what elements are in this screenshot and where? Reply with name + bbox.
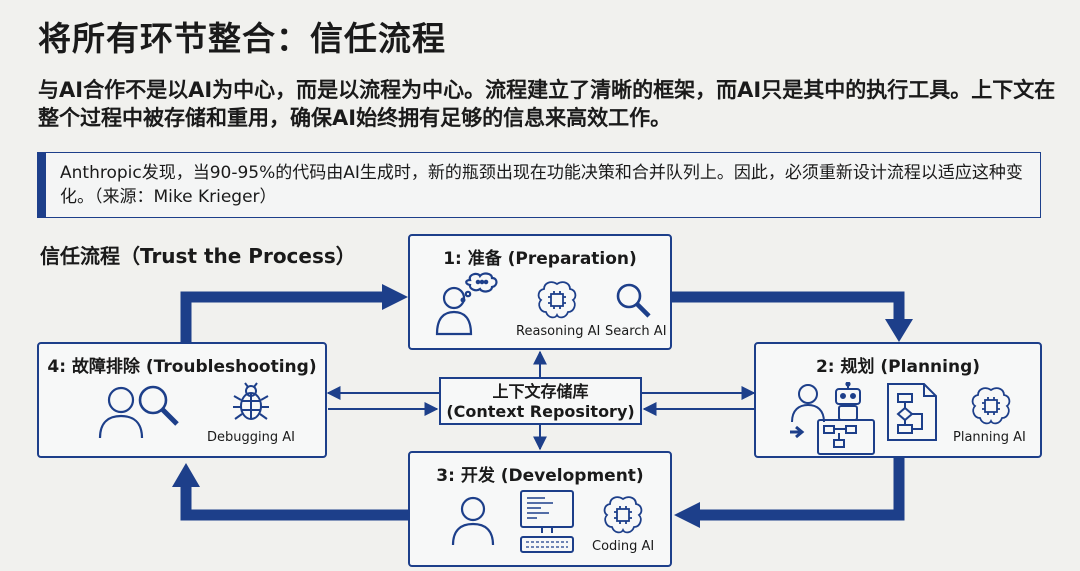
arrow-planning-to-development — [696, 458, 905, 521]
repository-sublabel: (Context Repository) — [446, 402, 635, 421]
person-icon — [450, 493, 496, 547]
person-icon — [790, 382, 826, 424]
person-icon — [97, 384, 145, 440]
tool-label: Debugging AI — [207, 430, 295, 445]
tool-label: Planning AI — [953, 430, 1026, 445]
magnifier-icon — [135, 382, 181, 428]
arrowhead-to-preparation — [382, 284, 408, 310]
arrow-development-to-troubleshooting — [180, 484, 408, 521]
arrow-troubleshooting-to-preparation — [180, 291, 386, 344]
step-preparation-box: 1: 准备 (Preparation) Reasoning AI Search … — [408, 234, 672, 350]
step-title: 3: 开发 (Development) — [436, 466, 644, 486]
context-repository-box: 上下文存储库 (Context Repository) — [439, 377, 642, 425]
ai-brain-icon — [970, 386, 1012, 426]
flowchart-icon — [884, 382, 940, 442]
magnifier-icon — [613, 280, 653, 320]
ai-brain-icon — [602, 495, 644, 535]
arrowhead-to-troubleshooting — [172, 463, 200, 487]
page-title: 将所有环节整合：信任流程 — [38, 19, 446, 58]
tool-label: Reasoning AI — [516, 324, 601, 339]
person-thinking-icon — [434, 272, 504, 336]
step-planning-box: 2: 规划 (Planning) — [754, 342, 1042, 458]
step-development-box: 3: 开发 (Development) Coding AI — [408, 451, 672, 567]
tool-label: Coding AI — [592, 539, 655, 554]
flowchart-board-icon — [788, 418, 876, 458]
tool-label: Search AI — [605, 324, 667, 339]
section-title: 信任流程（Trust the Process） — [40, 244, 356, 268]
quote-callout: Anthropic发现，当90-95%的代码由AI生成时，新的瓶颈出现在功能决策… — [37, 152, 1041, 218]
repository-label: 上下文存储库 — [492, 382, 589, 401]
ai-brain-icon — [536, 280, 578, 320]
arrow-preparation-to-planning — [672, 291, 905, 322]
step-troubleshooting-box: 4: 故障排除 (Troubleshooting) Debugging AI — [37, 342, 327, 458]
arrowhead-to-development — [674, 502, 700, 528]
computer-icon — [518, 489, 576, 555]
intro-text: 与AI合作不是以AI为中心，而是以流程为中心。流程建立了清晰的框架，而AI只是其… — [38, 78, 1056, 130]
step-title: 1: 准备 (Preparation) — [443, 249, 637, 269]
step-title: 4: 故障排除 (Troubleshooting) — [47, 357, 317, 377]
arrowhead-to-planning — [885, 319, 913, 342]
step-title: 2: 规划 (Planning) — [815, 357, 981, 377]
bug-icon — [231, 382, 271, 424]
robot-icon — [830, 382, 866, 422]
